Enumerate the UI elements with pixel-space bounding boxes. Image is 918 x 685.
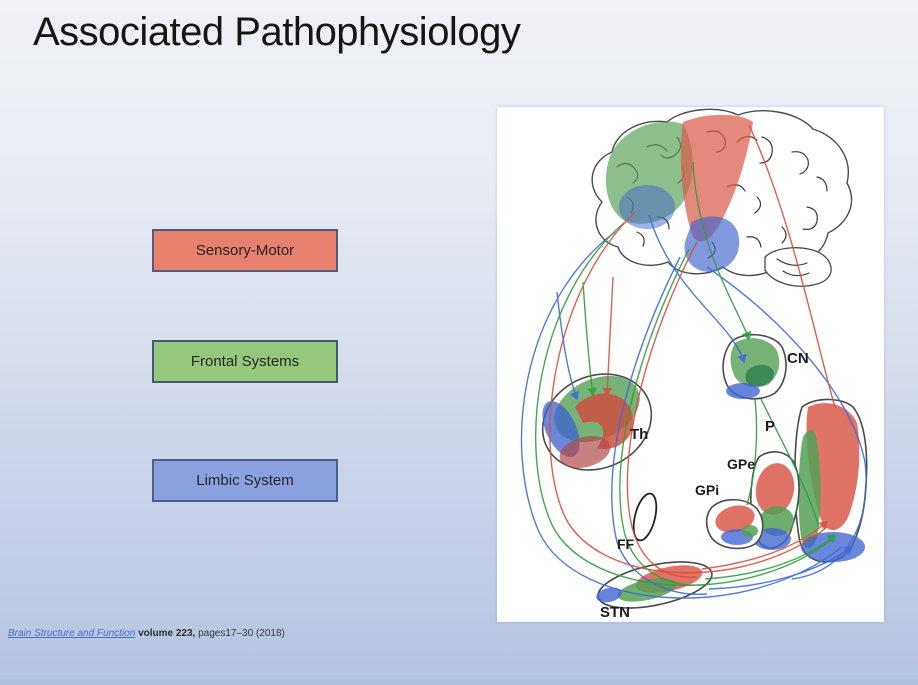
nucleus-th (541, 373, 653, 471)
legend-frontal-systems: Frontal Systems (152, 340, 338, 383)
page-title: Associated Pathophysiology (33, 10, 521, 54)
label-p: P (765, 418, 775, 435)
nucleus-cn (722, 334, 787, 400)
nucleus-p (794, 398, 868, 563)
citation-pages: pages17–30 (2018) (195, 628, 285, 639)
legend-frontal-systems-label: Frontal Systems (190, 353, 300, 370)
nucleus-stn (596, 561, 713, 609)
legend-sensory-motor: Sensory-Motor (152, 229, 338, 272)
nucleus-gpi (705, 498, 764, 550)
label-th: Th (630, 426, 648, 443)
legend-limbic-system-label: Limbic System (196, 472, 294, 489)
label-ff: FF (617, 536, 635, 552)
label-gpi: GPi (695, 482, 719, 498)
label-stn: STN (600, 604, 630, 621)
citation-volume: volume 223, (135, 628, 196, 639)
nucleus-ff (632, 492, 658, 542)
legend-limbic-system: Limbic System (152, 459, 338, 502)
brain-circuit-figure: CN P Th GPe GPi FF STN (520, 108, 868, 621)
brain-circuit-figure-panel: CN P Th GPe GPi FF STN (497, 107, 884, 622)
cortex-region-limbic-under-frontal (619, 185, 675, 229)
label-gpe: GPe (727, 456, 755, 472)
slide-bottom-strip (0, 673, 918, 685)
legend-sensory-motor-label: Sensory-Motor (195, 242, 295, 259)
citation: Brain Structure and Function volume 223,… (8, 628, 428, 639)
pathway-arcs (520, 124, 867, 599)
citation-journal-link[interactable]: Brain Structure and Function (8, 628, 136, 639)
cortex-region-limbic-temporal (684, 216, 740, 273)
label-cn: CN (787, 350, 809, 367)
